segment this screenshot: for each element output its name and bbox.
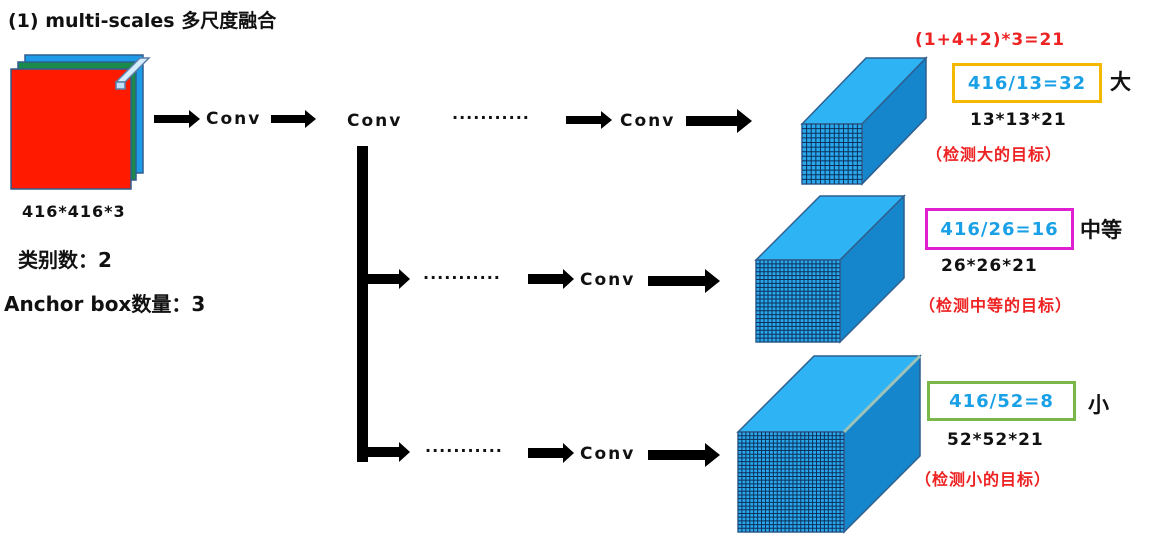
cube-grid [756, 260, 840, 342]
arrow-branch-small [368, 442, 410, 462]
arrow-branch-medium [368, 269, 410, 289]
size-label-large: 大 [1110, 70, 1131, 94]
conv-label-1: Conv [206, 109, 262, 129]
output-dims-medium: 26*26*21 [941, 256, 1038, 276]
detect-label-small: （检测小的目标） [915, 470, 1052, 489]
output-dims-small: 52*52*21 [947, 430, 1044, 450]
cube-front-face [801, 123, 863, 185]
feature-map-large [800, 56, 928, 186]
conv-label-3: Conv [620, 111, 676, 131]
size-label-medium: 中等 [1080, 218, 1122, 242]
cube-front-face [737, 431, 845, 533]
size-label-small: 小 [1088, 393, 1109, 417]
anchor-count-label: Anchor box数量：3 [4, 292, 206, 316]
cube-grid [802, 124, 862, 184]
page-title: (1) multi-scales 多尺度融合 [8, 10, 277, 32]
detect-label-medium: （检测中等的目标） [919, 296, 1073, 315]
channel-formula: (1+4+2)*3=21 [915, 30, 1066, 50]
arrow-to-output-large [686, 109, 752, 133]
feature-map-small [736, 354, 922, 534]
arrow-conv1-to-conv2 [271, 110, 316, 128]
stride-box-large: 416/13=32 [952, 63, 1102, 103]
feature-map-medium [754, 194, 906, 344]
conv-label-2: Conv [347, 111, 403, 131]
branch-trunk [357, 146, 368, 462]
ellipsis-main: ··········· [452, 108, 530, 127]
classes-count-label: 类别数：2 [18, 248, 112, 272]
arrow-to-conv-medium [528, 269, 574, 289]
arrow-to-output-small [648, 443, 720, 467]
arrow-to-conv3 [566, 111, 612, 129]
cube-grid [738, 432, 844, 532]
input-dims: 416*416*3 [22, 202, 126, 221]
ellipsis-branch-medium: ··········· [423, 268, 501, 287]
input-image-stack [10, 54, 151, 190]
conv-label-small: Conv [580, 444, 636, 464]
conv-label-medium: Conv [580, 270, 636, 290]
input-layer-red [10, 68, 132, 190]
arrow-to-output-medium [648, 269, 720, 293]
arrow-input-to-conv1 [154, 110, 200, 128]
output-dims-large: 13*13*21 [970, 110, 1067, 130]
arrow-to-conv-small [528, 443, 574, 463]
stride-box-small: 416/52=8 [927, 381, 1076, 421]
cube-front-face [755, 259, 841, 343]
cube-highlight-edge [842, 354, 922, 434]
ellipsis-branch-small: ··········· [425, 441, 503, 460]
detect-label-large: （检测大的目标） [926, 145, 1063, 164]
stride-box-medium: 416/26=16 [925, 208, 1074, 250]
